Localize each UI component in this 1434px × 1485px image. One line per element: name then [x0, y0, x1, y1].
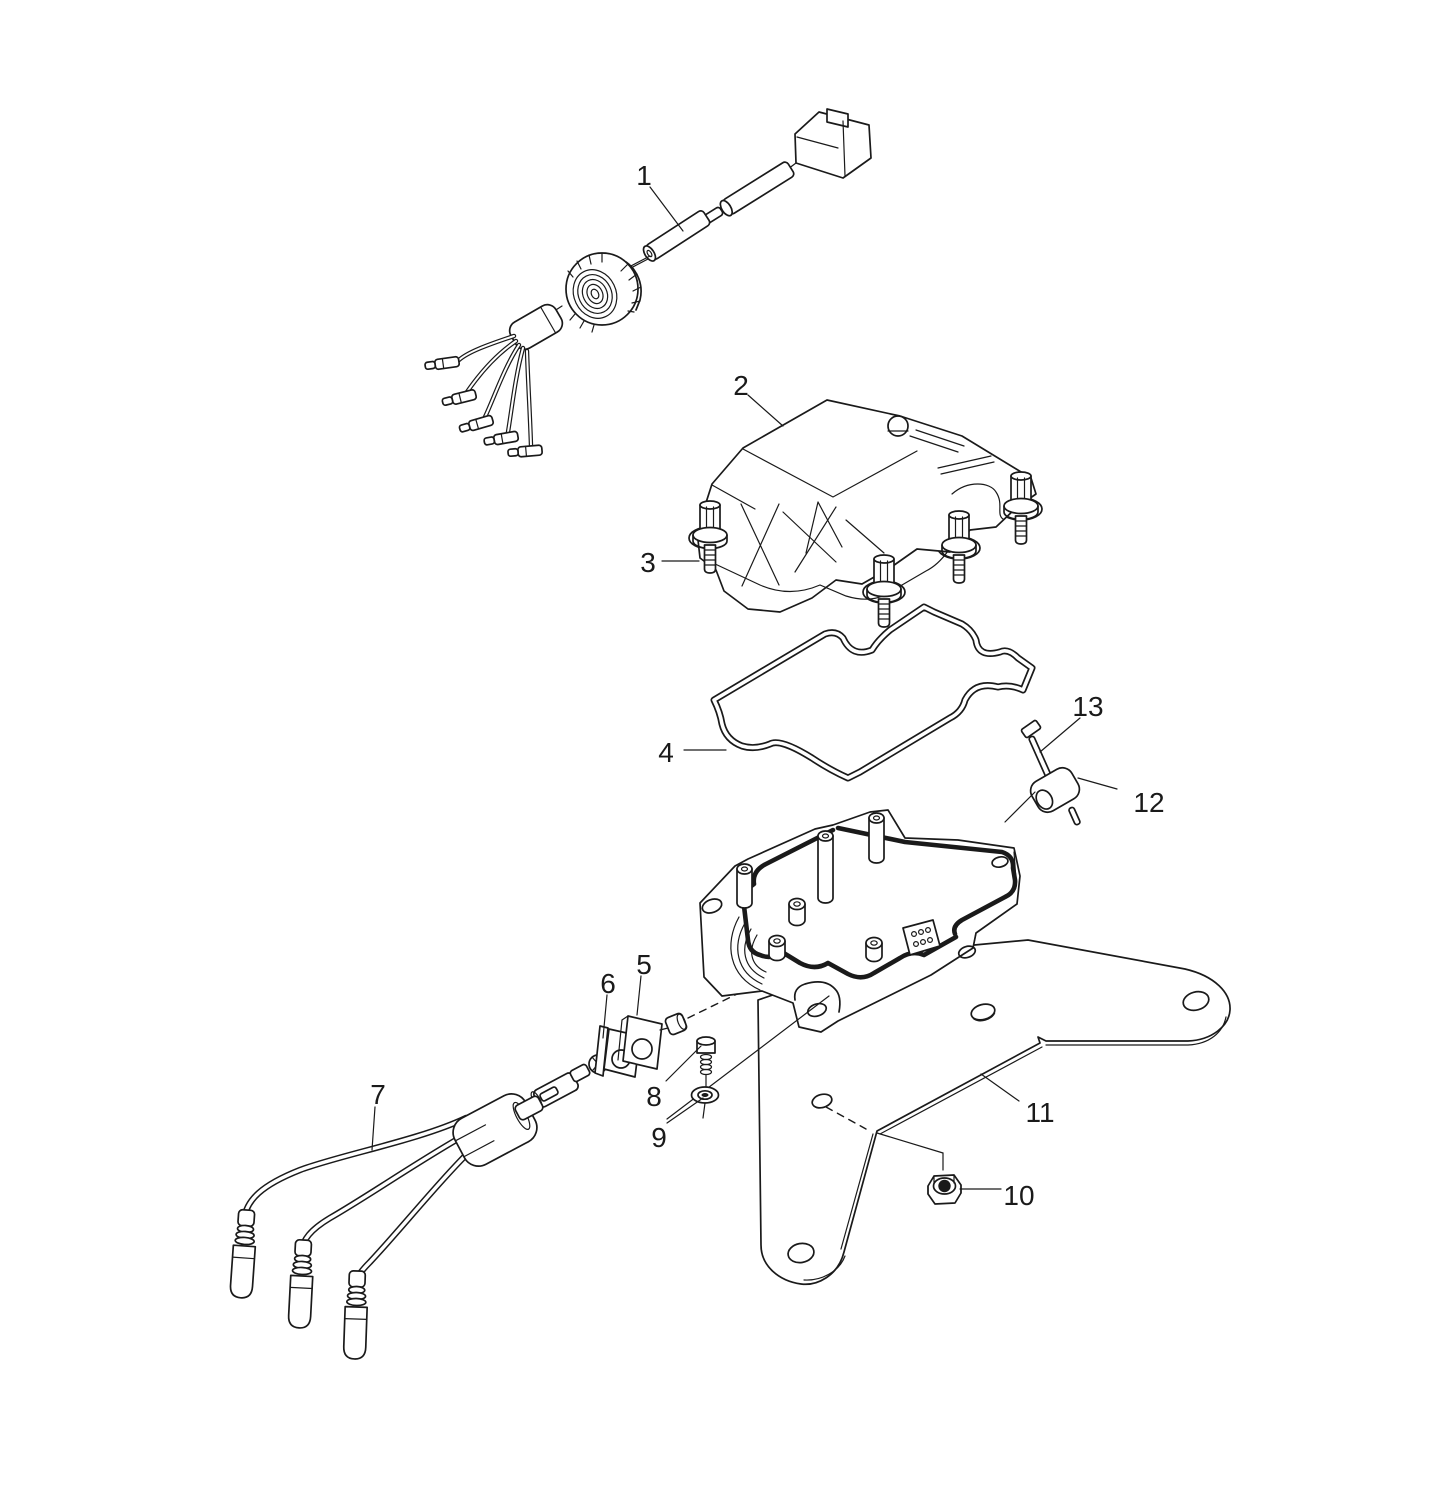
housing-post: [868, 812, 885, 864]
callout-7: 7: [370, 1079, 386, 1110]
part-grommet: [1029, 766, 1081, 826]
callouts: 1 2 3 4 5 6 7 8 9 10 11 12 13: [370, 160, 1164, 1211]
cover-cap: [887, 415, 909, 437]
callout-10: 10: [1003, 1180, 1034, 1211]
part-base-housing: [699, 809, 1021, 1033]
callout-13: 13: [1072, 691, 1103, 722]
harness-ring-nut: [565, 252, 642, 333]
callout-2: 2: [733, 370, 749, 401]
leader-lines: [371, 186, 1118, 1190]
harness-sleeve: [642, 210, 711, 262]
harness-grommet: [508, 303, 564, 351]
housing-post: [736, 863, 753, 909]
callout-9: 9: [651, 1122, 667, 1153]
part-wiring-harness: [423, 108, 872, 459]
plate-strip: [594, 1025, 609, 1077]
part-mounting-bracket: [757, 939, 1231, 1286]
part-gasket: [710, 603, 1036, 782]
housing-terminal-block: [902, 919, 941, 956]
callout-4: 4: [658, 737, 674, 768]
part-washer: [690, 1086, 720, 1119]
housing-post: [817, 830, 834, 904]
housing-boss: [865, 936, 883, 963]
part-screw: [696, 1036, 716, 1091]
housing-boss: [788, 897, 806, 927]
part-plug-wires: [228, 1086, 559, 1361]
housing-boss: [768, 934, 786, 962]
part-nut: [927, 1174, 962, 1205]
plate-spacer: [664, 1012, 688, 1036]
callout-11: 11: [1025, 1097, 1054, 1128]
callout-6: 6: [600, 968, 616, 999]
harness-wires: [423, 333, 544, 459]
callout-8: 8: [646, 1081, 662, 1112]
callout-12: 12: [1133, 787, 1164, 818]
part-cover: [688, 399, 1043, 613]
callout-1: 1: [636, 160, 652, 191]
callout-3: 3: [640, 547, 656, 578]
plate-5: [622, 1015, 663, 1070]
callout-5: 5: [636, 949, 652, 980]
harness-sleeve: [719, 161, 795, 217]
